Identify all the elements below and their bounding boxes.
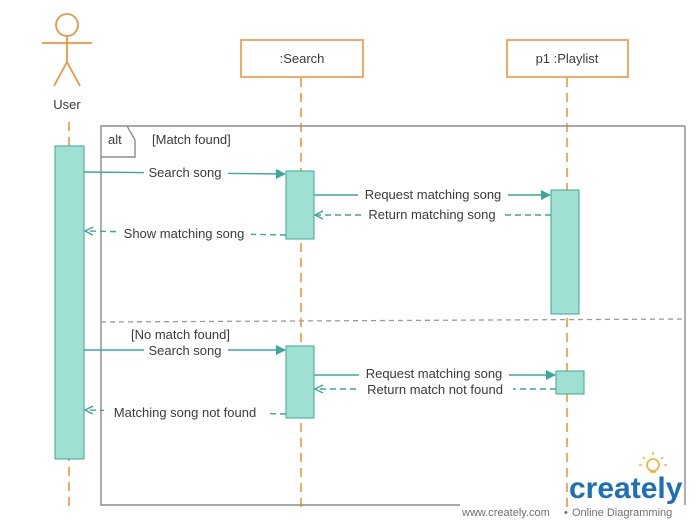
message-search-song-2[interactable]: Search song <box>84 342 286 358</box>
watermark-url: www.creately.com <box>461 507 550 519</box>
alt-operator-label: alt <box>108 132 122 147</box>
message-return-match-not-found[interactable]: Return match not found <box>315 382 556 398</box>
activation-search-1 <box>285 170 315 240</box>
creately-watermark[interactable]: creately www.creately.com • Online Diagr… <box>461 452 683 519</box>
activation-playlist-1 <box>550 189 580 315</box>
message-label: Search song <box>149 343 222 358</box>
activation-user <box>54 145 85 460</box>
activation-search-2 <box>285 345 315 419</box>
actor-label: User <box>53 97 81 112</box>
message-request-matching-song-2[interactable]: Request matching song <box>314 366 556 382</box>
message-label: Return matching song <box>368 207 495 222</box>
message-label: Request matching song <box>365 187 502 202</box>
lifeline-head-search-label: :Search <box>280 51 325 66</box>
message-label: Return match not found <box>367 382 503 397</box>
watermark-separator: • <box>564 507 568 519</box>
message-label: Request matching song <box>366 366 503 381</box>
message-label: Show matching song <box>124 226 245 241</box>
message-search-song-1[interactable]: Search song <box>83 165 286 181</box>
creately-logo: creately <box>569 472 683 505</box>
alt-fragment-frame <box>100 125 685 506</box>
actor-stick-figure-icon <box>42 13 92 87</box>
message-return-matching-song[interactable]: Return matching song <box>315 207 551 223</box>
alt-guard-no-match-found: [No match found] <box>131 327 230 342</box>
message-request-matching-song-1[interactable]: Request matching song <box>314 187 551 203</box>
message-label: Search song <box>149 165 222 180</box>
lifeline-head-playlist[interactable]: p1 :Playlist <box>506 39 629 78</box>
alt-operator-tab <box>101 125 136 158</box>
lifeline-head-playlist-label: p1 :Playlist <box>536 51 599 66</box>
activation-playlist-2 <box>555 370 585 395</box>
lifeline-head-search[interactable]: :Search <box>240 39 364 78</box>
alt-guard-match-found: [Match found] <box>152 132 231 147</box>
alt-operand-separator <box>100 318 686 323</box>
message-show-matching-song[interactable]: Show matching song <box>85 225 287 241</box>
watermark-tagline: Online Diagramming <box>572 507 672 519</box>
message-matching-song-not-found[interactable]: Matching song not found <box>85 405 287 421</box>
actor-user[interactable]: User <box>42 13 92 112</box>
alt-fragment[interactable]: alt [Match found] [No match found] <box>100 125 686 506</box>
lightbulb-icon <box>639 452 667 473</box>
message-label: Matching song not found <box>114 405 256 420</box>
